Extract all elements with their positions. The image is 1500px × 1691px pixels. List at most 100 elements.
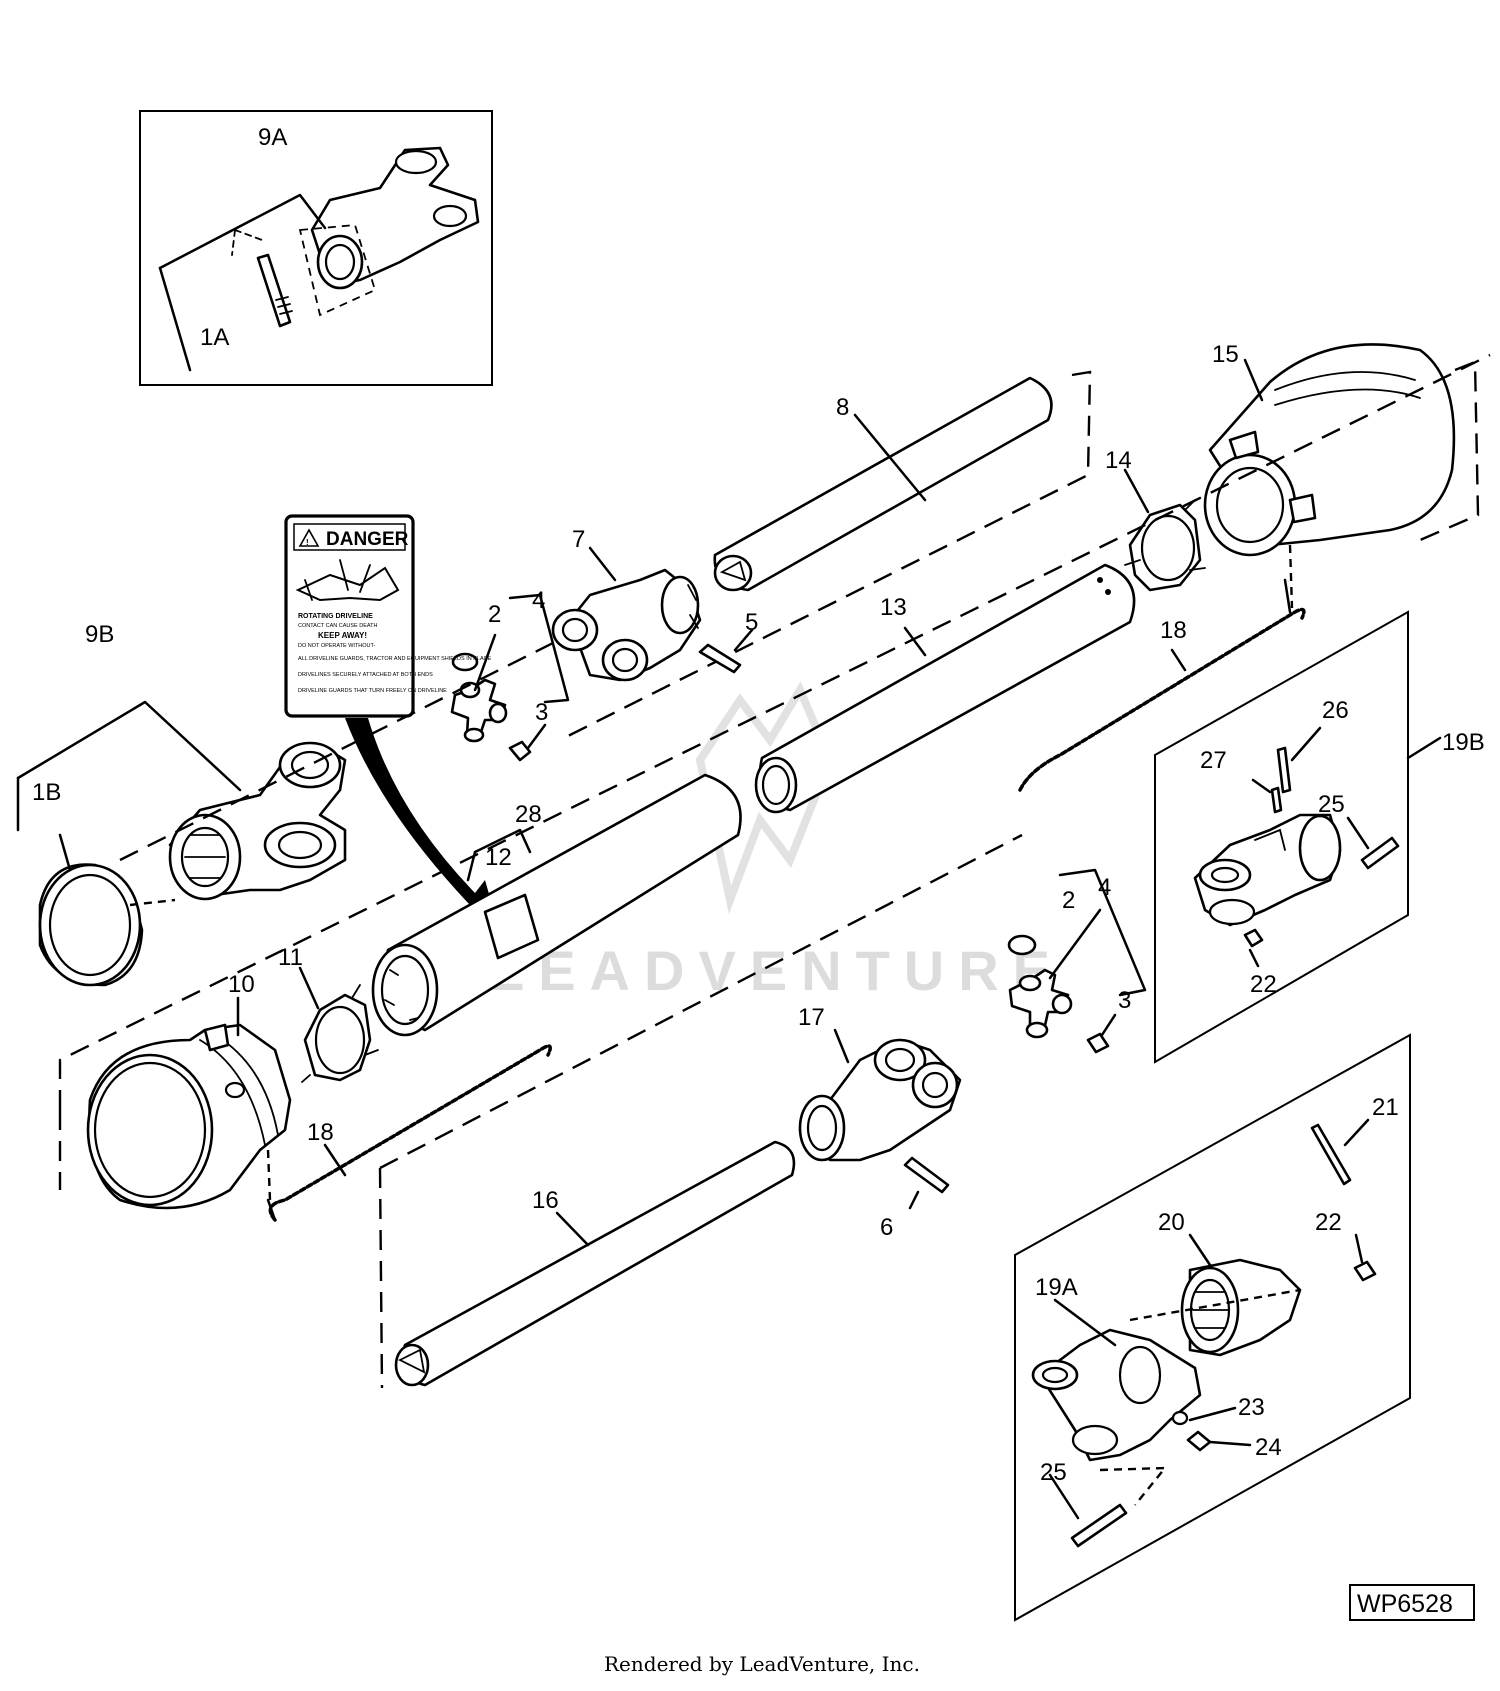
washer-23 xyxy=(1171,1410,1189,1426)
callout-label: 3 xyxy=(1118,987,1131,1014)
fitting-24 xyxy=(1186,1430,1212,1452)
inset-box-9a xyxy=(139,110,493,386)
callout-label: 8 xyxy=(836,394,849,421)
leader-3-lower xyxy=(1100,1013,1117,1037)
callout-label: 22 xyxy=(1250,971,1277,998)
callout-label: 2 xyxy=(1062,887,1075,914)
callout-label: 14 xyxy=(1105,447,1132,474)
bearing-ring-14 xyxy=(1124,499,1206,592)
yoke-7 xyxy=(551,568,702,682)
bolt-25-19b xyxy=(1360,836,1400,870)
fitting-3-upper xyxy=(508,740,532,762)
leader-4-upper xyxy=(473,633,497,692)
leader-1a-bracket xyxy=(158,266,192,372)
callout-label: 4 xyxy=(532,587,545,614)
callout-label: 11 xyxy=(278,944,303,971)
pin-26 xyxy=(1276,746,1292,794)
inset-box-19b xyxy=(1154,610,1409,1064)
chain-18-upper xyxy=(1018,607,1306,792)
leader-13 xyxy=(903,626,927,657)
leader-9a xyxy=(158,193,327,270)
callout-label: 23 xyxy=(1238,1394,1265,1421)
tube-16 xyxy=(394,1140,796,1387)
leader-3-upper xyxy=(526,723,547,750)
leader-18-lower xyxy=(323,1143,347,1177)
callout-label: 21 xyxy=(1372,1094,1399,1121)
callout-label: 27 xyxy=(1200,747,1227,774)
svg-text:!: ! xyxy=(306,538,309,547)
leader-11 xyxy=(298,966,320,1010)
bracket-cross-upper xyxy=(508,593,570,704)
leader-18-upper xyxy=(1170,648,1187,672)
decal-bullet-1: ALL DRIVELINE GUARDS, TRACTOR AND EQUIPM… xyxy=(298,656,492,662)
inset-box-19a xyxy=(1014,1033,1411,1622)
dash-16-left xyxy=(378,1167,384,1389)
bracket-cross-lower xyxy=(1058,868,1147,997)
leader-22-19a xyxy=(1354,1233,1364,1264)
dash-15-chain xyxy=(1288,544,1294,609)
bearing-ring-11 xyxy=(301,984,379,1083)
decal-notice: DO NOT OPERATE WITHOUT- xyxy=(298,643,376,649)
callout-label: 13 xyxy=(880,594,907,621)
leader-16 xyxy=(555,1211,590,1247)
ring-2-lower xyxy=(1007,934,1037,956)
callout-label: 2 xyxy=(488,601,501,628)
callout-label: 16 xyxy=(532,1187,559,1214)
callout-label: 7 xyxy=(572,526,585,553)
leader-24 xyxy=(1208,1440,1252,1447)
leader-8 xyxy=(853,413,927,502)
bolt-25-19a xyxy=(1070,1503,1128,1548)
drawing-number: WP6528 xyxy=(1357,1590,1453,1618)
pin-6 xyxy=(903,1156,950,1194)
callout-label: 5 xyxy=(745,609,758,636)
callout-label: 3 xyxy=(535,699,548,726)
callout-label: 4 xyxy=(1098,874,1111,901)
callout-label: 22 xyxy=(1315,1209,1342,1236)
leader-7 xyxy=(588,546,617,582)
callout-label: 25 xyxy=(1040,1459,1067,1486)
ring-2-upper xyxy=(451,652,479,672)
tube-8 xyxy=(713,376,1053,592)
leader-23 xyxy=(1188,1406,1237,1422)
yoke-9b xyxy=(168,741,347,901)
callout-label: 9A xyxy=(258,124,287,151)
decal-subheading: CONTACT CAN CAUSE DEATH xyxy=(298,623,377,629)
hook-18-upper xyxy=(1283,578,1292,614)
callout-label: 17 xyxy=(798,1004,825,1031)
leader-5 xyxy=(733,628,754,652)
yoke-17 xyxy=(798,1038,962,1162)
leader-17 xyxy=(833,1028,850,1064)
callout-label: 12 xyxy=(485,844,512,871)
leader-20 xyxy=(1188,1233,1214,1270)
decal-title: DANGER xyxy=(326,529,409,550)
warning-triangle-icon xyxy=(298,528,320,547)
decal-bullet-3: DRIVELINE GUARDS THAT TURN FREELY ON DRI… xyxy=(298,688,447,694)
callout-label: 6 xyxy=(880,1214,893,1241)
callout-label: 19B xyxy=(1442,729,1485,756)
callout-label: 18 xyxy=(307,1119,334,1146)
leader-22-19b xyxy=(1248,948,1260,968)
callout-label: 9B xyxy=(85,621,114,648)
callout-label: 10 xyxy=(228,971,255,998)
pin-1a xyxy=(256,253,293,328)
dash-9b-upper xyxy=(119,640,556,862)
yoke-9a xyxy=(298,146,480,317)
dash-20 xyxy=(1129,1288,1301,1322)
dash-8 xyxy=(559,370,1092,742)
watermark-text: LEADVENTURE xyxy=(490,939,1064,1002)
callout-label: 15 xyxy=(1212,341,1239,368)
pin-21 xyxy=(1310,1123,1352,1186)
chain-18-lower xyxy=(268,1044,552,1222)
cross-journal-4-upper xyxy=(450,678,508,743)
nut-22-19a xyxy=(1353,1260,1377,1282)
dash-center-line xyxy=(58,353,1491,1110)
leader-9b xyxy=(16,700,242,792)
dash-19a xyxy=(1099,1466,1168,1506)
fitting-27 xyxy=(1270,786,1283,814)
decal-arrow xyxy=(345,718,495,915)
hook-18-lower xyxy=(266,1198,277,1222)
leader-25-19b xyxy=(1346,816,1370,850)
nut-22-19b xyxy=(1243,928,1264,948)
dash-10-chain xyxy=(266,1149,272,1201)
fitting-3-lower xyxy=(1086,1032,1110,1054)
